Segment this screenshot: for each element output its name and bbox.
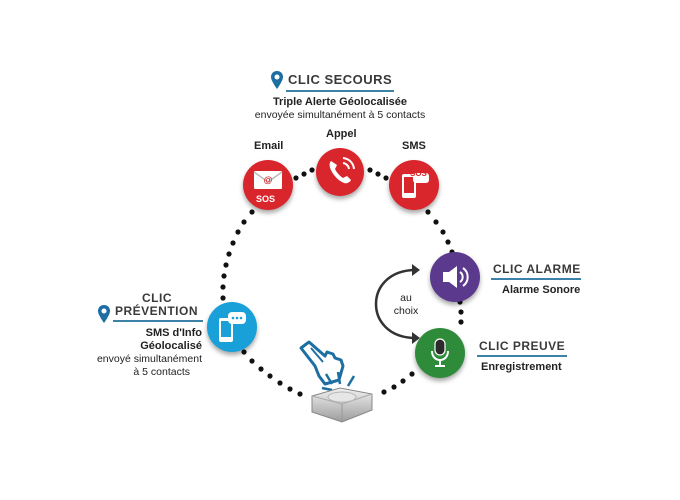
secours-line1: Triple Alerte Géolocalisée (272, 96, 408, 108)
prevention-line2: Géolocalisé (140, 340, 202, 352)
speaker-icon (443, 266, 469, 288)
prevention-location-pin-icon (98, 305, 110, 323)
clic-secours-title: CLIC SECOURS (288, 72, 393, 87)
location-pin-icon (271, 71, 283, 89)
appel-label: Appel (326, 128, 357, 140)
envelope-icon: @ (253, 171, 283, 189)
preuve-title-rule (477, 355, 567, 357)
prevention-title-rule (113, 320, 203, 322)
choice-arrow-icon (374, 264, 420, 344)
prevention-line1: SMS d'Info (145, 327, 202, 339)
alarme-title-rule (491, 278, 581, 280)
email-sos-badge: @ (243, 160, 293, 210)
microphone-icon (431, 338, 449, 367)
phone-icon (329, 157, 355, 184)
clic-prevention-title-2: PRÉVENTION (115, 304, 199, 318)
sms-label: SMS (402, 140, 426, 152)
appel-badge (316, 148, 364, 196)
au-choix-line1: au (400, 292, 412, 304)
click-burst-icon (321, 371, 356, 392)
email-label: Email (254, 140, 284, 152)
chat-phone-icon (219, 312, 246, 342)
alarme-subtitle: Alarme Sonore (502, 284, 581, 296)
sms-sos-text: SOS (410, 169, 427, 178)
email-sos-text: SOS (256, 194, 276, 204)
preuve-subtitle: Enregistrement (481, 361, 562, 373)
clic-alarme-title: CLIC ALARME (493, 262, 581, 276)
prevention-badge (207, 302, 257, 352)
device-button-icon (311, 387, 373, 423)
pointing-hand-icon (299, 340, 345, 386)
au-choix-line2: choix (393, 305, 419, 317)
clic-preuve-title: CLIC PREUVE (479, 339, 566, 353)
svg-text:@: @ (264, 175, 273, 185)
alarme-badge (430, 252, 480, 302)
secours-title-rule (286, 90, 394, 92)
clic-prevention-title-1: CLIC (142, 291, 172, 305)
mobile-sos-icon (402, 173, 429, 198)
prevention-line3: envoyé simultanément (96, 353, 202, 365)
secours-line2: envoyée simultanément à 5 contacts (254, 109, 426, 121)
au-choix-label: au choix (386, 292, 426, 318)
preuve-badge (415, 328, 465, 378)
sms-sos-badge (389, 160, 439, 210)
prevention-line4: à 5 contacts (133, 366, 190, 378)
